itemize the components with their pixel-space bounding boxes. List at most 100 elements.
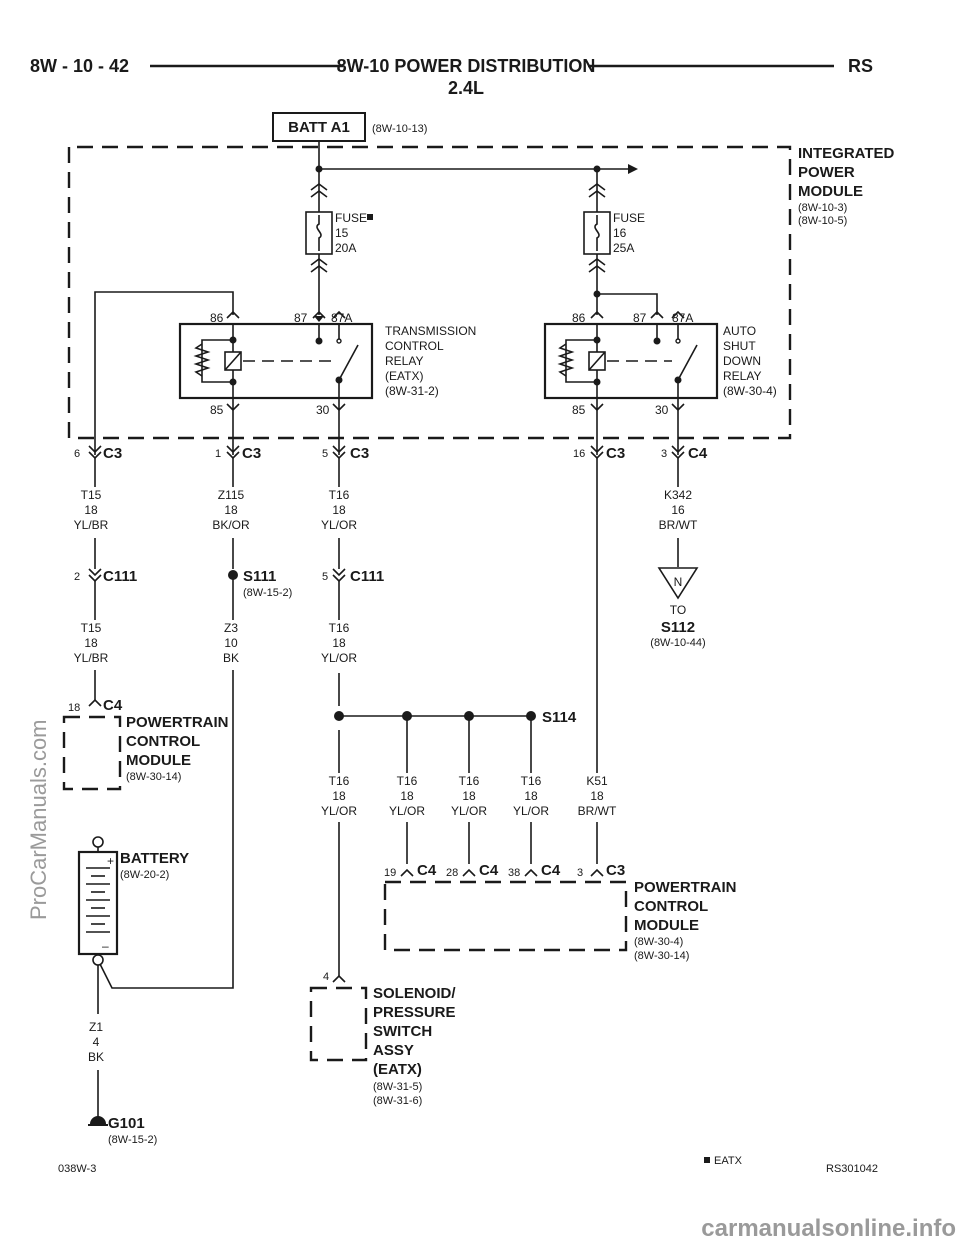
battery-label: BATTERY	[120, 850, 189, 867]
svg-text:C4: C4	[103, 697, 123, 714]
connector-c3-16: 16 C3	[573, 445, 625, 462]
fuse-16-line-1: FUSE	[613, 211, 645, 225]
ipm-line-1: INTEGRATED	[798, 145, 895, 162]
wire-label-t16-b: T16 18 YL/OR	[321, 621, 357, 665]
wire-z3-to-battery	[99, 670, 234, 989]
svg-text:C4: C4	[479, 862, 499, 879]
footer-left-code: 038W-3	[58, 1163, 96, 1175]
svg-text:(8W-10-44): (8W-10-44)	[650, 637, 705, 649]
battery-positive-terminal	[92, 836, 104, 848]
batt-a1-ref: (8W-10-13)	[372, 123, 427, 135]
ipm-line-2: POWER	[798, 164, 855, 181]
connector-c111-2: 2 C111	[74, 568, 137, 585]
svg-text:(8W-15-2): (8W-15-2)	[243, 587, 292, 599]
svg-text:1: 1	[215, 448, 221, 460]
svg-text:38: 38	[508, 867, 520, 879]
svg-text:T15: T15	[81, 488, 102, 502]
splice-s111: S111 (8W-15-2)	[228, 568, 292, 600]
svg-text:T16: T16	[329, 488, 350, 502]
tcr-line-3: RELAY	[385, 354, 423, 368]
watermark-side: ProCarManuals.com	[26, 719, 51, 920]
svg-text:C3: C3	[242, 445, 261, 462]
wire-label-t15-b: T15 18 YL/BR	[74, 621, 109, 665]
svg-text:SOLENOID/: SOLENOID/	[373, 985, 456, 1002]
svg-text:16: 16	[671, 503, 685, 517]
integrated-power-module-outline	[67, 145, 792, 440]
svg-text:TO: TO	[670, 603, 686, 617]
svg-text:18: 18	[68, 702, 80, 714]
svg-text:YL/OR: YL/OR	[513, 804, 549, 818]
svg-text:C4: C4	[541, 862, 561, 879]
svg-text:K51: K51	[586, 774, 608, 788]
svg-text:K342: K342	[664, 488, 692, 502]
fuse-16-line-2: 16	[613, 226, 627, 240]
tcr-line-4: (EATX)	[385, 369, 423, 383]
svg-text:T16: T16	[521, 774, 542, 788]
tcr-line-1: TRANSMISSION	[385, 324, 476, 338]
svg-text:YL/OR: YL/OR	[321, 804, 357, 818]
wire-label-t16-c1: T16 18 YL/OR	[321, 774, 357, 818]
connector-c4-18: 18 C4	[68, 697, 123, 714]
svg-text:SWITCH: SWITCH	[373, 1023, 432, 1040]
connector-c111-5: 5 C111	[322, 568, 384, 585]
fuse-15-line-1: FUSE	[335, 211, 367, 225]
legend-eatx-label: EATX	[714, 1155, 743, 1167]
legend-eatx-marker	[704, 1157, 710, 1163]
svg-text:10: 10	[224, 636, 238, 650]
tcr-line-2: CONTROL	[385, 339, 444, 353]
connector-c4-38: 38 C4	[508, 862, 561, 879]
svg-text:BK: BK	[88, 1050, 104, 1064]
svg-text:T15: T15	[81, 621, 102, 635]
model-code: RS	[848, 56, 873, 76]
pcm-right-outline	[383, 880, 628, 952]
asd-line-5: (8W-30-4)	[723, 384, 777, 398]
svg-text:–: –	[102, 939, 109, 953]
asd-pin-86: 86	[572, 311, 586, 325]
connector-c3-5: 5 C3	[322, 445, 369, 462]
fuse-15-eatx-marker	[367, 214, 373, 220]
battery-ref: (8W-20-2)	[120, 869, 169, 881]
svg-text:18: 18	[84, 503, 98, 517]
svg-text:S111: S111	[243, 568, 276, 585]
fuse-16-line-3: 25A	[613, 241, 634, 255]
watermark-bottom: carmanualsonline.info	[701, 1215, 956, 1242]
svg-text:BR/WT: BR/WT	[578, 804, 617, 818]
svg-text:C3: C3	[103, 445, 122, 462]
svg-text:ASSY: ASSY	[373, 1042, 414, 1059]
asd-line-1: AUTO	[723, 324, 756, 338]
svg-text:G101: G101	[108, 1115, 145, 1132]
wire-label-z3: Z3 10 BK	[223, 621, 239, 665]
footer-right-code: RS301042	[826, 1163, 878, 1175]
pcm-left-ref: (8W-30-14)	[126, 771, 181, 783]
svg-text:18: 18	[462, 789, 476, 803]
svg-text:6: 6	[74, 448, 80, 460]
svg-text:Z115: Z115	[218, 488, 245, 502]
svg-text:18: 18	[332, 789, 346, 803]
pcm-right-line-1: POWERTRAIN	[634, 879, 737, 896]
svg-text:(8W-15-2): (8W-15-2)	[108, 1134, 157, 1146]
svg-text:18: 18	[400, 789, 414, 803]
svg-text:S114: S114	[542, 709, 577, 726]
svg-text:Z3: Z3	[224, 621, 238, 635]
batt-a1-label: BATT A1	[288, 119, 350, 136]
svg-text:C111: C111	[350, 568, 384, 585]
connector-c3-3: 3 C3	[577, 862, 625, 879]
pcm-left-outline	[62, 715, 122, 791]
wire-label-z1: Z1 4 BK	[88, 1020, 104, 1064]
tcr-pin-85: 85	[210, 403, 224, 417]
asd-line-2: SHUT	[723, 339, 756, 353]
solenoid-outline	[309, 986, 368, 1062]
svg-text:BR/WT: BR/WT	[659, 518, 698, 532]
svg-text:C3: C3	[350, 445, 369, 462]
svg-text:N: N	[674, 575, 683, 589]
pcm-left-line-1: POWERTRAIN	[126, 714, 229, 731]
svg-text:18: 18	[332, 503, 346, 517]
wire-label-t16-a: T16 18 YL/OR	[321, 488, 357, 532]
svg-text:18: 18	[590, 789, 604, 803]
ground-g101: G101 (8W-15-2)	[88, 1115, 157, 1146]
svg-text:S112: S112	[661, 619, 695, 636]
ipm-label: INTEGRATED POWER MODULE (8W-10-3) (8W-10…	[798, 145, 895, 227]
svg-text:18: 18	[332, 636, 346, 650]
svg-text:YL/OR: YL/OR	[451, 804, 487, 818]
svg-text:C4: C4	[417, 862, 437, 879]
